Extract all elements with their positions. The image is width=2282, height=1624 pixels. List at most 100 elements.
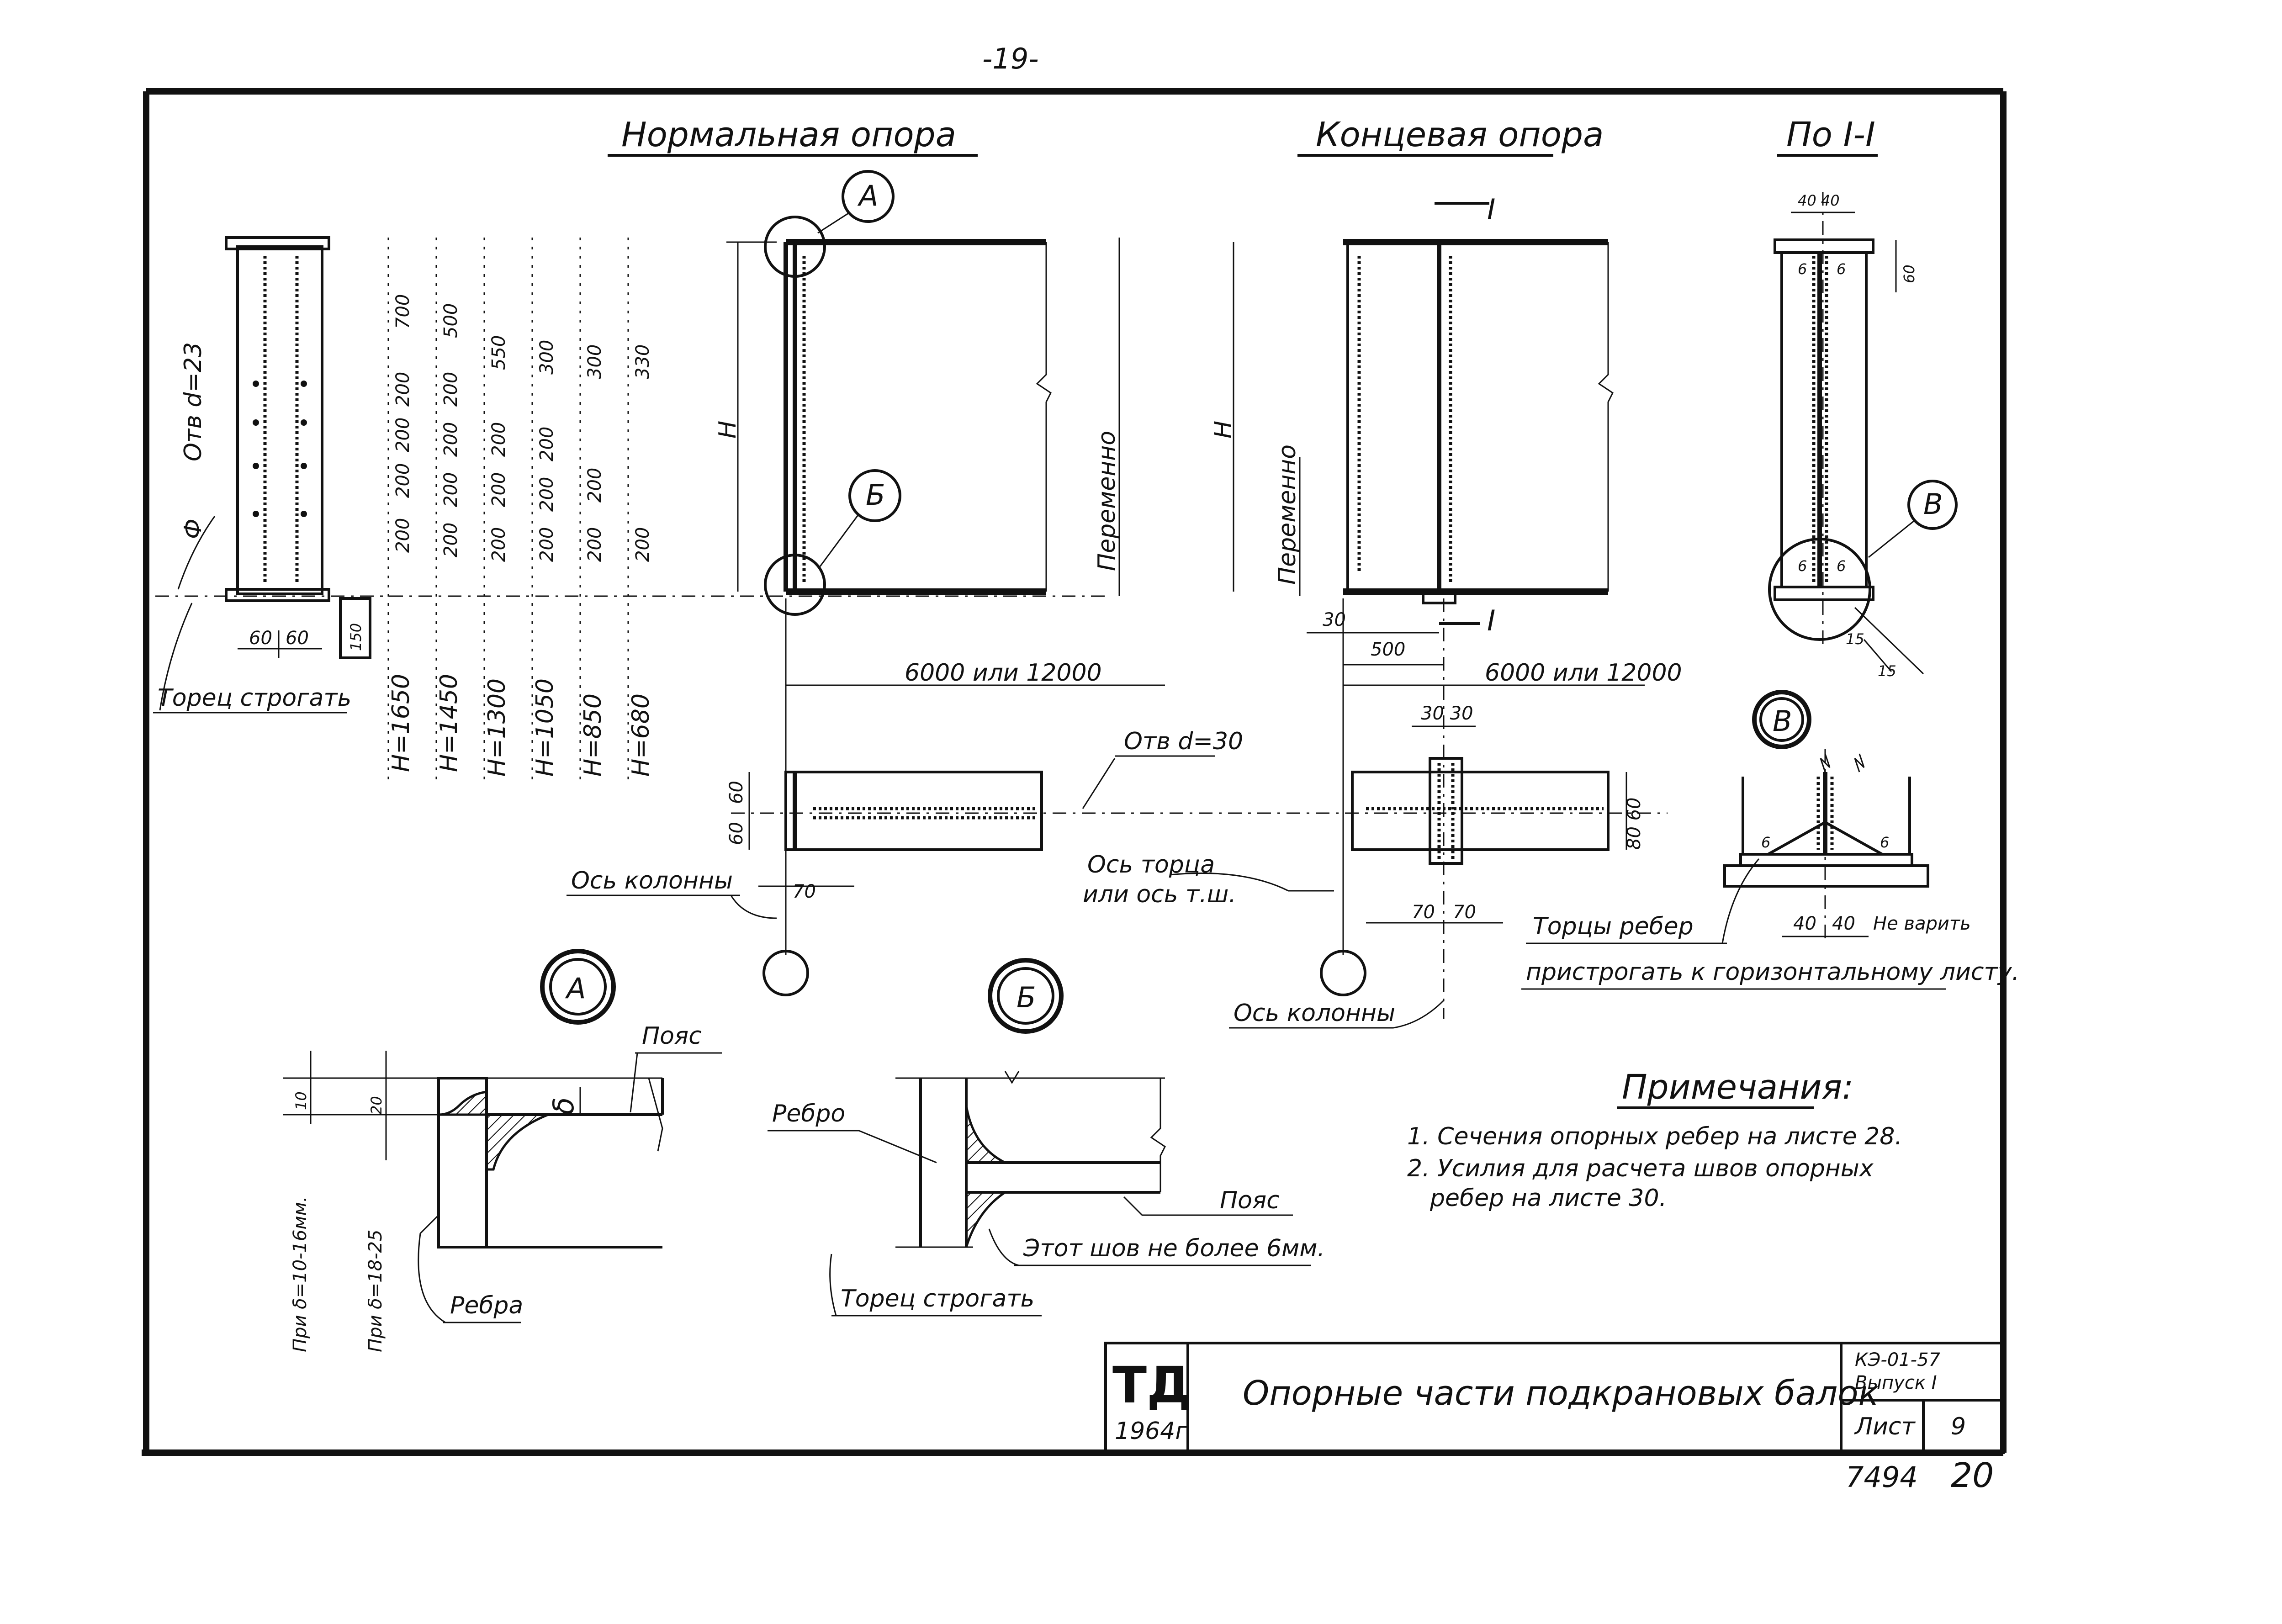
detail-b: Б Ребро Пояс Этот шов не более 6мм. Торе… [768,958,1325,1317]
notes-title: Примечания: [1622,1068,1853,1107]
rib-note-1: Торцы ребер [1533,913,1694,940]
normal-support-elevation: А Б H Переменно 6000 или 12000 [714,170,1165,955]
rib-note-2: пристрогать к горизонтальному листу. [1526,958,2019,986]
dim-1300-b: 200 [488,422,509,457]
detail-b-rib: Ребро [772,1100,845,1127]
title-block-year: 1964г [1115,1418,1188,1445]
detail-b-belt: Пояс [1220,1187,1280,1214]
dim-column-1050: 300 200 200 200 H=1050 [531,238,559,786]
detail-a-rib: Ребра [450,1292,523,1319]
dim-column-680: 330 200 H=680 [627,238,655,786]
title-block-org: ТД [1112,1356,1191,1414]
detail-a-dim-10: 10 [292,1091,310,1110]
column-axis-end: Ось колонны [1234,1000,1395,1027]
weld-6-d: 6 [1837,557,1846,575]
h-1050: H=1050 [531,678,559,777]
dim-1300-c: 200 [488,472,509,507]
note-2: 2. Усилия для расчета швов опорных [1407,1155,1874,1182]
view-titles: Нормальная опора Концевая опора По I-I [608,115,1878,157]
hole-label-d23: Отв d=23 [180,342,207,461]
h-label-end: H [1210,421,1237,439]
dim-1050-c: 200 [536,477,557,512]
dim-60-left: 60 [249,628,272,649]
dim-850-b: 200 [584,468,605,503]
title-normal-support: Нормальная опора [621,115,956,154]
dim-850-c: 200 [584,527,605,562]
dim-500-end: 500 [1371,639,1405,660]
detail-v: В 6 6 40 40 Не варить Торцы ребер пристр… [1521,690,2019,990]
span-end: 6000 или 12000 [1485,659,1682,687]
detail-a-delta: δ [547,1097,580,1115]
dim-60-section: 60 [1901,264,1918,283]
detail-v-dim-40a: 40 [1793,913,1816,934]
dim-60-plan-b: 60 [726,822,747,845]
dim-1650-e: 200 [392,518,413,553]
end-note-planed: Торец строгать [158,684,351,712]
title-block-sheet-no: 9 [1951,1413,1966,1440]
dim-850-a: 300 [584,344,605,379]
dim-60-right: 60 [286,628,309,649]
detail-v-dim-40b: 40 [1832,913,1855,934]
title-block-issue: Выпуск I [1855,1372,1937,1393]
note-1: 1. Сечения опорных ребер на листе 28. [1407,1123,1902,1150]
dim-column-1300: 550 200 200 200 H=1300 [483,238,511,786]
normal-support-plan: 60 60 70 Отв d=30 Ось колонны Ось торца … [567,728,1668,996]
dim-70-plan: 70 [793,881,816,902]
variable-end: Переменно [1274,444,1301,585]
callout-a: А [857,179,878,212]
page-number: -19- [982,42,1039,75]
dim-1300-a: 550 [488,335,509,370]
end-axis-2: или ось т.ш. [1083,881,1236,908]
dim-1450-b: 200 [440,372,461,407]
end-support-elevation: I I H Переменно 30 500 6000 или 12000 [1210,193,1682,1019]
detail-v-no-weld: Не варить [1873,913,1971,934]
h-680: H=680 [627,693,655,777]
dim-1050-b: 200 [536,427,557,461]
detail-v-weld-a: 6 [1761,834,1770,851]
h-1450: H=1450 [435,674,463,772]
span-normal: 6000 или 12000 [905,659,1102,687]
dim-1450-a: 500 [440,303,461,338]
note-2-cont: ребер на листе 30. [1430,1185,1667,1212]
column-axis-normal: Ось колонны [571,867,733,894]
title-block: ТД 1964г Опорные части подкрановых балок… [1104,1342,2005,1454]
dim-680-a: 330 [632,344,653,379]
dim-1050-d: 200 [536,527,557,562]
dim-1050-a: 300 [536,340,557,375]
dim-column-850: 300 200 200 H=850 [579,238,607,786]
dim-15-b: 15 [1878,662,1896,680]
dim-column-1650: 700 200 200 200 200 H=1650 [387,238,415,786]
dim-8060: 80 60 [1624,797,1645,850]
end-axis-1: Ось торца [1087,851,1215,878]
detail-a-note-2: При δ=18-25 [365,1230,386,1352]
dim-60-plan-a: 60 [726,781,747,804]
variable-normal: Переменно [1093,431,1121,571]
detail-a-dim-20: 20 [368,1096,385,1115]
h-850: H=850 [579,693,607,777]
hole-label-d30: Отв d=30 [1124,728,1243,755]
h-label-normal: H [714,421,741,439]
end-support-plan: 30 30 80 60 70 70 Ось колонны [1229,703,1645,1029]
title-section-1-1: По I-I [1786,115,1875,154]
dim-1650-d: 200 [392,463,413,498]
cut-mark-top: I [1487,193,1495,226]
detail-v-weld-b: 6 [1880,834,1889,851]
footer-page: 20 [1951,1456,1994,1495]
h-1300: H=1300 [483,678,511,777]
dim-1650-a: 700 [392,294,413,329]
dim-1450-e: 200 [440,523,461,557]
bolt-holes [253,381,307,517]
title-block-sheet-label: Лист [1854,1413,1916,1440]
dim-680-b: 200 [632,527,653,562]
detail-a-label: А [565,972,586,1005]
dim-1450-d: 200 [440,472,461,507]
footer-code: 7494 [1846,1460,1918,1494]
weld-6-b: 6 [1837,260,1846,278]
dim-3030: 30 30 [1421,703,1473,724]
notes: Примечания: 1. Сечения опорных ребер на … [1407,1068,1902,1212]
dim-150: 150 [347,623,365,651]
detail-a-note-1: При δ=10-16мм. [290,1196,311,1352]
stiffener-plate-view: Отв d=23 Ф 60 60 150 Торец строгать [153,236,1106,714]
dim-1300-d: 200 [488,527,509,562]
